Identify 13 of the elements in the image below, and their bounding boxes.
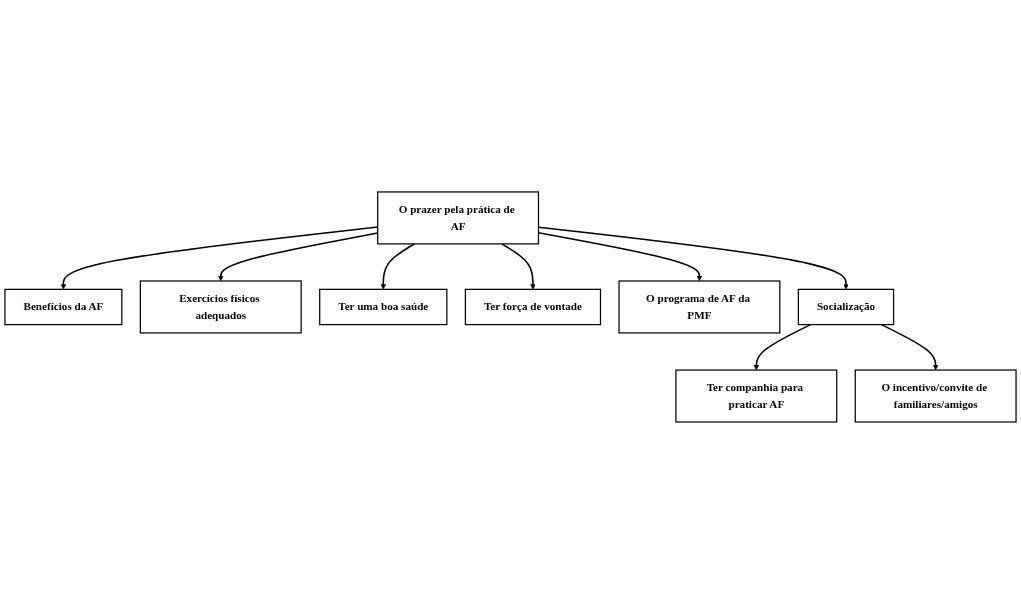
node-box: Ter força de vontade [464, 288, 602, 326]
arrow [753, 323, 812, 371]
node-box: Ter uma boa saúde [319, 288, 448, 326]
arrow [500, 243, 536, 290]
node-box: O prazer pela prática de AF [377, 191, 540, 245]
arrow [880, 323, 939, 371]
node-box: Ter companhia para praticar AF [675, 369, 838, 423]
node-box: Socialização [797, 288, 895, 326]
node-box: Benefícios da AF [4, 288, 123, 326]
node-box: O incentivo/convite de familiares/amigos [854, 369, 1017, 423]
arrow [380, 243, 416, 290]
node-box: O programa de AF da PMF [618, 280, 781, 334]
node-box: Exercícios físicos adequados [139, 280, 302, 334]
